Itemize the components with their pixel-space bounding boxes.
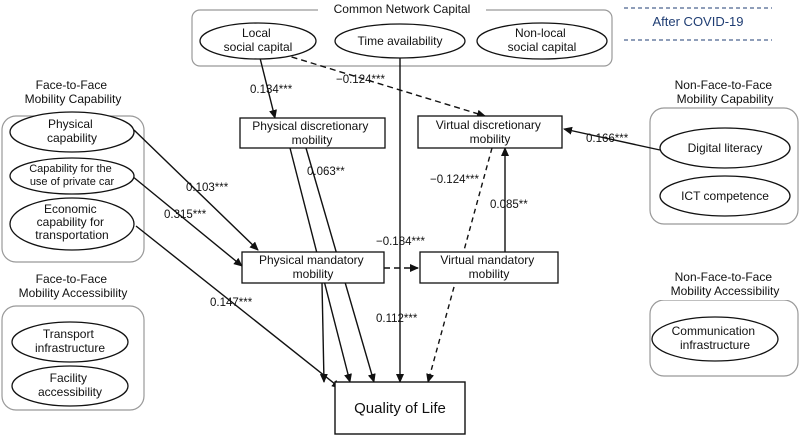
node-label-line: Time availability (358, 34, 443, 48)
coef-pmm-to-qol: 0.112*** (376, 313, 418, 325)
node-label-line: infrastructure (680, 338, 750, 352)
node-capability-private-car: Capability for the use of private car (9, 157, 135, 195)
node-label-line: social capital (508, 40, 577, 54)
path-pmm-to-qol (319, 282, 328, 383)
coefficients: 0.134*** −0.124*** 0.166*** 0.063** 0.10… (164, 74, 629, 325)
paths (131, 52, 661, 389)
node-label-line: Physical discretionary (252, 119, 368, 133)
node-label-line: Virtual mandatory (440, 253, 534, 267)
node-label-line: ICT competence (681, 189, 769, 203)
node-label-line: Facility (50, 371, 87, 385)
node-label-line: Non-local (515, 26, 566, 40)
group-title: Face-to-Face Mobility Accessibility (19, 272, 128, 300)
title-line: Non-Face-to-Face (675, 270, 773, 284)
node-label-line: social capital (224, 40, 293, 54)
node-label-line: Digital literacy (688, 141, 763, 155)
node-physical-mandatory-mobility: Physical mandatory mobility (241, 251, 385, 284)
group-title: Non-Face-to-Face Mobility Accessibility (671, 270, 780, 298)
svg-text:Virtual discretionary: Virtual discretionary mobility (436, 118, 545, 146)
coef-car-to-pmm: 0.315*** (164, 209, 207, 221)
group-title: Non-Face-to-Face Mobility Capability (675, 78, 776, 106)
group-f2f-mobility-capability: Face-to-Face Mobility Capability (1, 76, 145, 263)
node-transport-infrastructure: Transport infrastructure (11, 321, 129, 363)
node-label-line: Physical mandatory (259, 253, 364, 267)
node-quality-of-life: Quality of Life (334, 381, 466, 435)
title-line: Face-to-Face (36, 272, 108, 286)
path-local-to-vdm (281, 53, 486, 118)
node-ict-competence: ICT competence (659, 175, 791, 217)
coef-pdm-to-qol: 0.063** (307, 166, 345, 178)
svg-text:Non-local social capit: Non-local social capital (508, 26, 577, 54)
title-line: Face-to-Face (36, 78, 108, 92)
node-label-line: mobility (469, 267, 510, 281)
coef-local-to-vdm: −0.124*** (336, 74, 385, 86)
node-label-line: Local (242, 26, 271, 40)
node-label-line: Virtual discretionary (436, 118, 541, 132)
node-label-line: Communication (672, 324, 755, 338)
node-nonlocal-social-capital: Non-local social capital (476, 22, 608, 60)
coef-local-to-pdm: 0.134*** (250, 84, 293, 96)
svg-text:Local social capital: Local social capital (224, 26, 293, 54)
svg-text:Capability for the use: Capability for the use of private car (29, 163, 115, 188)
node-virtual-discretionary-mobility: Virtual discretionary mobility (417, 115, 563, 149)
node-virtual-mandatory-mobility: Virtual mandatory mobility (419, 251, 559, 284)
svg-text:Communication infrastr: Communication infrastructure (672, 324, 759, 352)
coef-digital-to-vdm: 0.166*** (586, 133, 629, 145)
node-label-line: accessibility (38, 385, 102, 399)
coef-econ-to-qol: 0.147*** (210, 297, 253, 309)
coef-time-to-qol: −0.184*** (376, 236, 425, 248)
node-physical-capability: Physical capability (9, 111, 135, 153)
coef-vmm-to-vdm: 0.085** (490, 199, 528, 211)
node-label-line: capability for (37, 215, 104, 229)
legend: After COVID-19 (624, 7, 772, 41)
group-nf2f-mobility-accessibility: Non-Face-to-Face Mobility Accessibility (649, 270, 799, 377)
node-label-line: infrastructure (35, 341, 105, 355)
path-econ-to-qol (135, 225, 341, 389)
node-label-line: mobility (293, 267, 334, 281)
node-label-line: Quality of Life (354, 400, 446, 417)
node-facility-accessibility: Facility accessibility (11, 365, 129, 407)
svg-text:Physical discretionary: Physical discretionary mobility (252, 119, 371, 147)
title-line: Non-Face-to-Face (675, 78, 773, 92)
path-digital-to-vdm (563, 126, 661, 151)
path-physcap-to-pmm (133, 129, 259, 251)
node-digital-literacy: Digital literacy (659, 127, 791, 169)
node-label-line: Transport (43, 327, 95, 341)
node-label-line: use of private car (30, 176, 115, 188)
node-label-line: mobility (470, 132, 511, 146)
nodes: Local social capital Time availability N… (9, 22, 791, 435)
svg-text:Physical capability: Physical capability (47, 117, 97, 145)
title-line: Mobility Capability (25, 92, 122, 106)
path-car-to-pmm (131, 175, 243, 267)
group-title: Face-to-Face Mobility Capability (25, 78, 122, 106)
group-title: Common Network Capital (334, 2, 471, 16)
node-label-line: capability (47, 131, 97, 145)
node-label-line: mobility (292, 133, 333, 147)
legend-label: After COVID-19 (652, 14, 743, 29)
path-local-to-pdm (259, 57, 277, 119)
node-economic-capability: Economic capability for transportation (9, 197, 135, 251)
node-local-social-capital: Local social capital (199, 22, 317, 60)
node-label-line: Capability for the (29, 163, 112, 175)
svg-text:Virtual mandatory mobi: Virtual mandatory mobility (440, 253, 537, 281)
title-line: Mobility Accessibility (671, 284, 780, 298)
svg-text:Economic capability fo: Economic capability for transportation (35, 202, 108, 242)
svg-text:Facility accessibility: Facility accessibility (38, 371, 102, 399)
node-physical-discretionary-mobility: Physical discretionary mobility (239, 117, 386, 149)
group-common-network-capital: Common Network Capital (191, 2, 613, 67)
node-communication-infrastructure: Communication infrastructure (651, 316, 779, 362)
title-line: Mobility Capability (677, 92, 774, 106)
node-time-availability: Time availability (334, 23, 466, 59)
group-nf2f-mobility-capability: Non-Face-to-Face Mobility Capability (649, 76, 799, 225)
node-label-line: transportation (35, 228, 108, 242)
svg-text:Physical mandatory mob: Physical mandatory mobility (259, 253, 367, 281)
group-f2f-mobility-accessibility: Face-to-Face Mobility Accessibility (1, 272, 145, 411)
coef-vdm-to-qol: −0.124*** (430, 174, 479, 186)
node-label-line: Economic (44, 202, 97, 216)
svg-text:Transport infrastructu: Transport infrastructure (35, 327, 105, 355)
title-line: Mobility Accessibility (19, 286, 128, 300)
node-label-line: Physical (48, 117, 93, 131)
coef-physcap-to-pmm: 0.103*** (186, 182, 229, 194)
